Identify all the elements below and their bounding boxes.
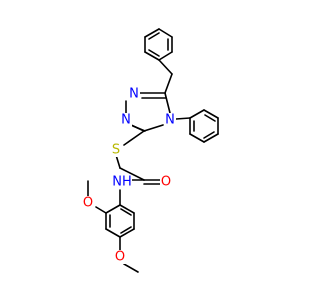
triazole-n1-label: N	[129, 87, 139, 102]
molecule-structure: N N N S O NH O O	[82, 28, 219, 273]
benzylic-bond-1	[158, 59, 173, 75]
methoxy-o-para-label: O	[115, 250, 125, 265]
amide-nh-label: NH	[112, 175, 132, 190]
benzylic-bond-2	[164, 73, 173, 94]
s-ch2-bond	[115, 154, 121, 169]
triazole-n2-label: N	[121, 113, 131, 128]
ortho-methoxy-bond	[95, 206, 107, 214]
n-phenyl-ring	[189, 109, 219, 143]
para-methyl-bond	[123, 263, 139, 273]
benzyl-phenyl-ring	[144, 28, 173, 61]
dimethoxyphenyl-ring	[105, 204, 135, 238]
ch2-co-bond	[119, 167, 145, 181]
c-s-bond	[123, 130, 145, 146]
triazole-n4-label: N	[165, 113, 175, 128]
methoxy-o-ortho-label: O	[83, 196, 93, 211]
n-phenyl-bond	[175, 117, 191, 120]
atom-labels: N N N S O NH O O	[82, 87, 176, 265]
carbonyl-o-label: O	[161, 175, 171, 190]
triazole-ring	[125, 92, 171, 132]
thioether-s-label: S	[112, 143, 120, 158]
